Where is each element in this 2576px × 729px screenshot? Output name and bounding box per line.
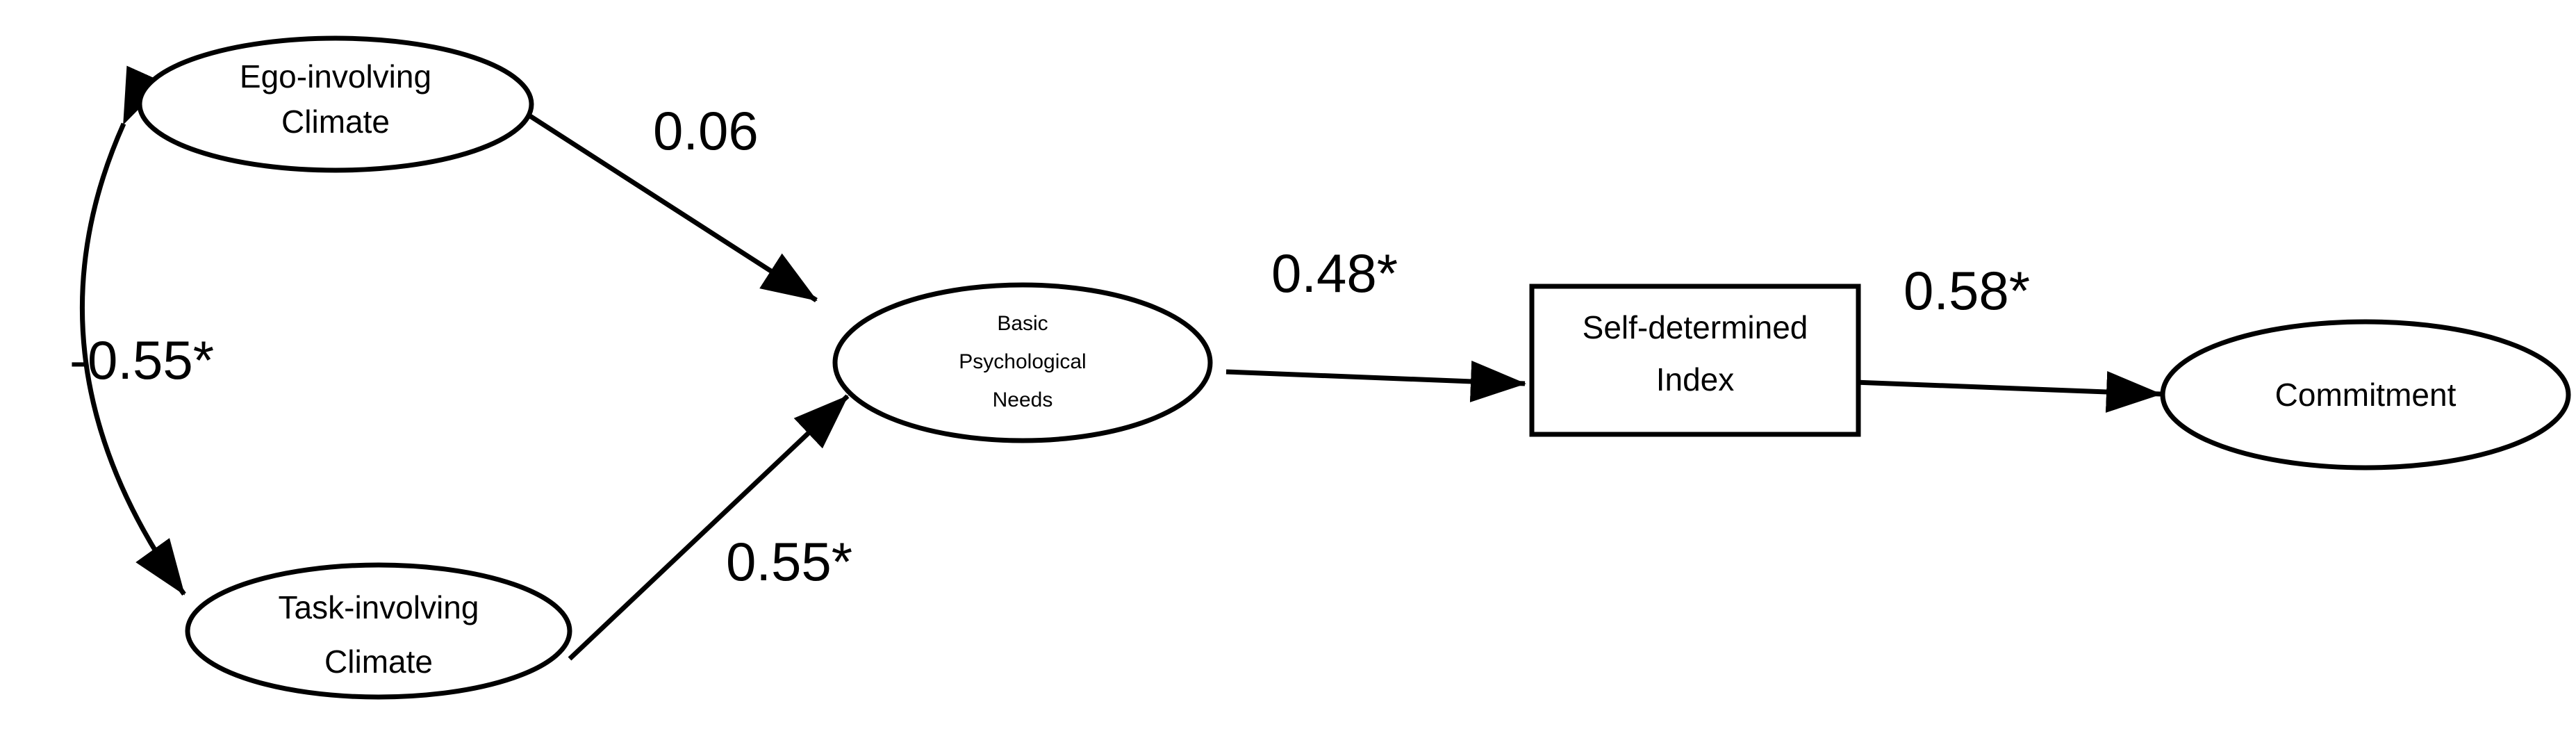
node-ego-involving-climate: Ego-involving Climate (137, 35, 534, 173)
node-bpn-line2: Psychological (959, 350, 1086, 373)
covariance-arrow-ego-task (79, 65, 186, 596)
node-ego-line1: Ego-involving (240, 58, 431, 95)
node-sdi-line1: Self-determined (1583, 309, 1808, 345)
path-arrow-bpn-to-sdi (1225, 360, 1526, 402)
coefficient-ego-to-bpn: 0.06 (653, 100, 759, 161)
node-task-line1: Task-involving (279, 589, 479, 625)
node-bpn-line1: Basic (997, 312, 1048, 335)
coefficient-ego-task-covariance: -0.55* (69, 329, 214, 391)
coefficient-sdi-to-commitment: 0.58* (1904, 260, 2030, 321)
node-commitment-line1: Commitment (2275, 377, 2457, 413)
path-arrow-sdi-to-commitment (1854, 371, 2162, 413)
path-arrow-task-to-bpn (568, 394, 850, 661)
node-bpn-line3: Needs (993, 388, 1053, 411)
node-task-involving-climate: Task-involving Climate (185, 562, 572, 700)
node-task-line2: Climate (324, 644, 433, 680)
node-ego-line2: Climate (281, 104, 390, 140)
coefficient-task-to-bpn: 0.55* (726, 531, 852, 592)
node-sdi-line2: Index (1656, 361, 1735, 398)
node-basic-psychological-needs: Basic Psychological Needs (832, 282, 1213, 443)
node-self-determined-index: Self-determined Index (1529, 284, 1861, 437)
node-commitment: Commitment (2160, 319, 2571, 470)
coefficient-bpn-to-sdi: 0.48* (1271, 243, 1398, 304)
path-arrow-ego-to-bpn (527, 113, 818, 302)
